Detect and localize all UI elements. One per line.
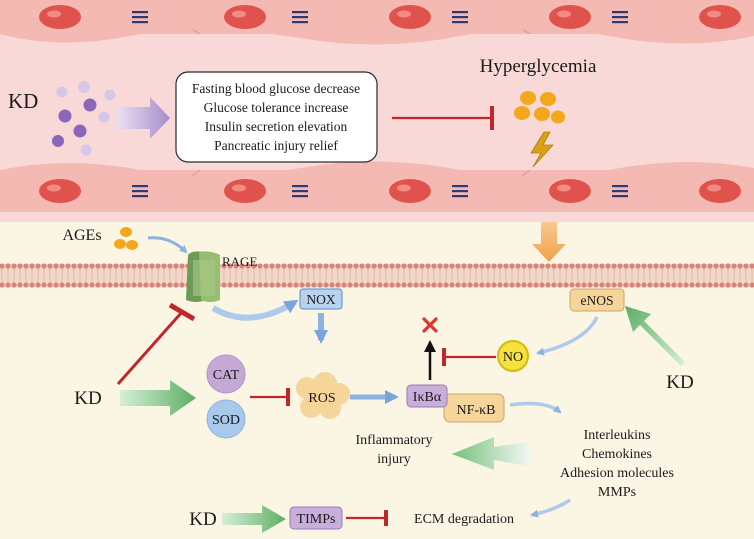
- nucleus-icon: [549, 179, 591, 203]
- nucleus-icon: [39, 5, 81, 29]
- vessel-wall-top: [0, 0, 754, 45]
- hyperglycemia-label: Hyperglycemia: [480, 56, 597, 77]
- ikba-degradation-arrow: [424, 340, 436, 380]
- rage-to-nox-arrow: [211, 299, 299, 321]
- mediator-item: Chemokines: [582, 447, 652, 462]
- cat-label: CAT: [213, 368, 240, 383]
- nucleus-icon: [389, 5, 431, 29]
- rage-receptor-icon: [186, 251, 220, 302]
- nucleus-icon: [699, 5, 741, 29]
- kd-to-timps-arrow: [222, 505, 286, 533]
- antioxidant-inhibit-ros-line: [250, 388, 290, 406]
- kd-label-vessel: KD: [8, 89, 38, 113]
- glucose-icon: [514, 91, 565, 124]
- sod-enzyme: [206, 399, 246, 439]
- inflammatory-label-line1: Inflammatory: [356, 433, 433, 448]
- hyperglycemia-arrow-down: [532, 222, 566, 262]
- kd-label-bottom: KD: [189, 509, 216, 530]
- effects-box: [175, 71, 378, 163]
- nucleus-icon: [389, 179, 431, 203]
- nox-label: NOX: [306, 292, 335, 307]
- enos-box: [569, 288, 625, 312]
- lightning-icon: [530, 131, 554, 168]
- nucleus-icon: [39, 179, 81, 203]
- kd-label-left: KD: [74, 388, 101, 409]
- sod-label: SOD: [212, 413, 240, 428]
- mmps-to-ecm-arrow: [530, 498, 571, 518]
- nucleus-icon: [224, 179, 266, 203]
- kd-activate-arrow: [118, 97, 170, 139]
- no-molecule: [497, 340, 529, 372]
- ros-cloud-icon: [296, 372, 350, 419]
- inhibit-hyperglycemia-line: [392, 106, 494, 130]
- ages-molecule-icon: [114, 227, 138, 250]
- mediator-item: MMPs: [598, 485, 636, 500]
- timps-label: TIMPs: [297, 512, 336, 527]
- nfkb-to-mediators-arrow: [509, 401, 562, 414]
- ages-to-rage-arrow: [147, 236, 188, 254]
- no-inhibit-line: [442, 348, 496, 366]
- mediators-to-inflammation-arrow: [452, 437, 531, 470]
- mediator-item: Adhesion molecules: [560, 466, 674, 481]
- nucleus-icon: [549, 5, 591, 29]
- ros-label: ROS: [308, 391, 335, 406]
- cell-membrane: [0, 263, 754, 288]
- rage-label: RAGE: [222, 254, 257, 269]
- effect-item: Pancreatic injury relief: [214, 138, 338, 153]
- ikba-box: [406, 384, 448, 408]
- timps-box: [289, 506, 343, 530]
- mediator-item: Interleukins: [584, 428, 651, 443]
- enos-label: eNOS: [581, 293, 614, 308]
- nucleus-icon: [224, 5, 266, 29]
- effect-item: Glucose tolerance increase: [204, 100, 349, 115]
- nox-box: [299, 288, 343, 310]
- nfkb-box: [443, 393, 505, 423]
- enos-to-no-arrow: [536, 316, 599, 356]
- ecm-degradation-label: ECM degradation: [414, 512, 514, 527]
- ages-label: AGEs: [62, 227, 101, 244]
- no-label: NO: [503, 350, 523, 365]
- nucleus-icon: [699, 179, 741, 203]
- blocked-x-icon: [422, 317, 438, 333]
- kd-activate-enos-arrow: [625, 306, 685, 366]
- timps-inhibit-ecm-line: [346, 510, 388, 526]
- kd-inhibit-rage-line: [116, 302, 196, 385]
- kd-to-antioxidants-arrow: [120, 380, 196, 416]
- kd-particles-icon: [52, 81, 116, 156]
- nfkb-label: NF-κB: [457, 403, 496, 418]
- effect-item: Insulin secretion elevation: [205, 119, 348, 134]
- kd-label-right: KD: [666, 372, 693, 393]
- effect-item: Fasting blood glucose decrease: [192, 81, 360, 96]
- vessel-wall-bottom: [0, 161, 754, 213]
- ikba-label: IκBα: [413, 390, 442, 405]
- cat-enzyme: [206, 354, 246, 394]
- inflammatory-label-line2: injury: [377, 452, 410, 467]
